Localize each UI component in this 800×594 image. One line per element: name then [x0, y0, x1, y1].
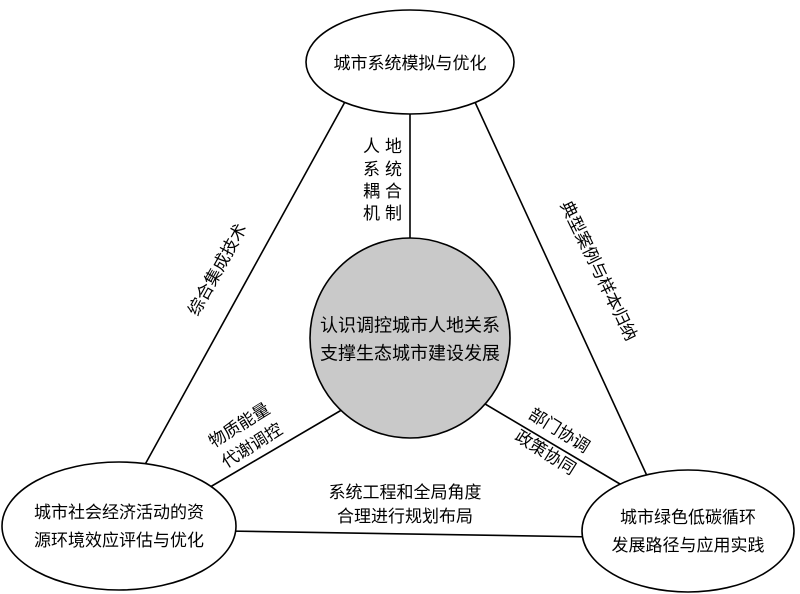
node-top-ellipse: [305, 9, 515, 115]
node-top-label: 城市系统模拟与优化: [334, 54, 487, 74]
node-top: 城市系统模拟与优化: [305, 9, 515, 115]
node-center: 认识调控城市人地关系 支撑生态城市建设发展: [309, 237, 511, 439]
node-bottom-left: 城市社会经济活动的资 源环境效应评估与优化: [1, 461, 237, 591]
spoke-top-label-line-2: 系统: [363, 160, 407, 180]
node-bottom-right-ellipse: [581, 469, 795, 593]
spoke-top-label-line-4: 机制: [363, 204, 407, 224]
node-bottom-right-label-line-2: 发展路径与应用实践: [612, 536, 765, 556]
node-bottom-left-ellipse: [1, 461, 237, 591]
edge-bottom-line: [224, 530, 596, 538]
center-circle: [309, 237, 511, 439]
node-bottom-left-label-line-1: 城市社会经济活动的资: [34, 503, 204, 523]
edge-top-left-line: [141, 99, 347, 471]
node-bottom-right-label-line-1: 城市绿色低碳循环: [620, 508, 756, 528]
spoke-top-label: 人地 系统 耦合 机制: [363, 137, 407, 224]
node-center-label-line-1: 认识调控城市人地关系: [320, 316, 500, 337]
spoke-left-line: [204, 407, 346, 491]
node-bottom-left-label-line-2: 源环境效应评估与优化: [34, 531, 204, 551]
edge-top-right-line: [473, 99, 649, 479]
spoke-left-label: 物质能量 代谢调控: [206, 399, 287, 472]
edge-top-right-label: 典型案例与样本归纳: [555, 198, 640, 344]
edge-bottom-label-line-2: 合理进行规划布局: [337, 507, 473, 527]
node-bottom-right: 城市绿色低碳循环 发展路径与应用实践: [581, 469, 795, 593]
connector-lines: [141, 99, 649, 538]
spoke-right-label: 部门协调 政策协同: [511, 404, 593, 479]
node-center-label-line-2: 支撑生态城市建设发展: [320, 344, 500, 365]
edge-top-left-label: 综合集成技术: [185, 221, 252, 320]
edge-bottom-label-line-1: 系统工程和全局角度: [329, 483, 482, 503]
edge-bottom-label: 系统工程和全局角度 合理进行规划布局: [329, 483, 482, 527]
spoke-right-line: [474, 397, 626, 488]
spoke-top-label-line-1: 人地: [363, 137, 407, 157]
spoke-top-label-line-3: 耦合: [363, 182, 407, 202]
